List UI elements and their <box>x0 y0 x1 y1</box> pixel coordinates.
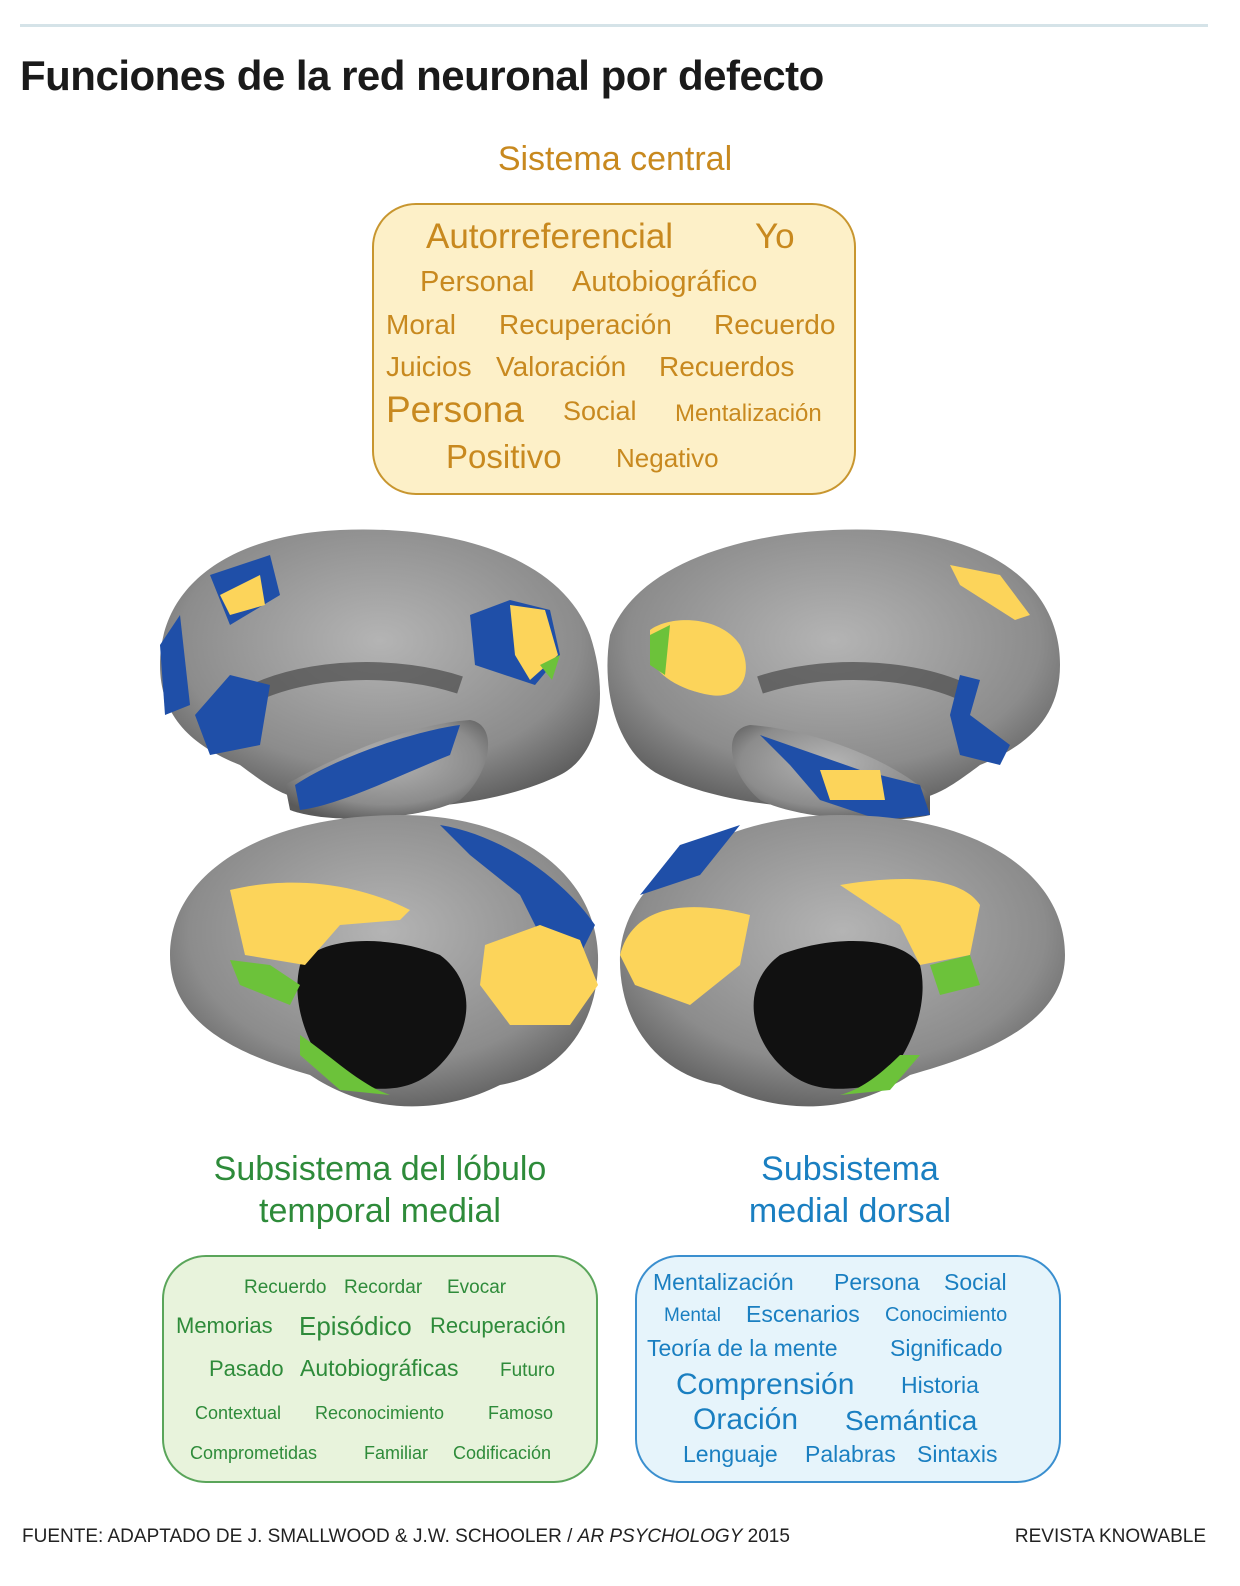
central-word: Yo <box>755 216 795 256</box>
central-word: Positivo <box>446 437 562 475</box>
central-word: Personal <box>420 266 535 299</box>
temporal-word: Familiar <box>364 1443 429 1464</box>
dorsal-subsystem-heading: Subsistema medial dorsal <box>620 1148 1080 1232</box>
temporal-heading-line2: temporal medial <box>259 1192 501 1230</box>
dorsal-subsystem-box <box>635 1255 1061 1483</box>
temporal-word: Memorias <box>176 1312 273 1338</box>
brain-right-lateral <box>607 529 1060 820</box>
central-word: Autorreferencial <box>426 216 674 256</box>
dorsal-word: Mental <box>664 1304 722 1326</box>
dorsal-word: Persona <box>834 1269 920 1296</box>
temporal-subsystem-box <box>162 1255 598 1483</box>
brain-images <box>160 529 1065 1107</box>
dorsal-word: Significado <box>890 1335 1003 1362</box>
central-system-heading: Sistema central <box>497 140 733 178</box>
temporal-word: Reconocimiento <box>315 1403 445 1424</box>
temporal-subsystem-heading: Subsistema del lóbulo temporal medial <box>140 1148 620 1232</box>
temporal-word: Recuerdo <box>244 1276 327 1298</box>
central-word: Mentalización <box>675 399 822 427</box>
dorsal-word: Palabras <box>805 1441 896 1468</box>
dorsal-word: Mentalización <box>653 1269 794 1296</box>
temporal-word: Famoso <box>488 1403 554 1424</box>
central-word: Moral <box>386 308 457 340</box>
central-word: Recuerdos <box>659 350 795 382</box>
dorsal-heading-line2: medial dorsal <box>748 1192 952 1230</box>
dorsal-word: Historia <box>901 1372 979 1399</box>
temporal-word: Autobiográficas <box>300 1355 459 1382</box>
central-word: Social <box>563 396 637 427</box>
dorsal-word: Semántica <box>845 1404 978 1436</box>
temporal-word: Codificación <box>453 1443 552 1464</box>
top-rule <box>20 24 1208 27</box>
source-prefix: FUENTE: ADAPTADO DE J. SMALLWOOD & J.W. … <box>22 1526 578 1547</box>
dorsal-word: Sintaxis <box>917 1441 998 1468</box>
brain-left-lateral <box>160 529 600 819</box>
temporal-word: Evocar <box>447 1276 507 1298</box>
brain-right-medial <box>619 815 1065 1107</box>
dorsal-word: Comprensión <box>676 1367 855 1401</box>
central-word: Juicios <box>386 350 472 382</box>
dorsal-word: Escenarios <box>746 1301 860 1328</box>
temporal-word: Recuperación <box>430 1312 566 1338</box>
temporal-word: Comprometidas <box>190 1443 318 1464</box>
dorsal-word: Teoría de la mente <box>647 1335 838 1362</box>
temporal-word: Contextual <box>195 1403 282 1424</box>
source-journal: AR PSYCHOLOGY <box>577 1526 743 1547</box>
temporal-word: Pasado <box>209 1355 284 1381</box>
source-credit: FUENTE: ADAPTADO DE J. SMALLWOOD & J.W. … <box>22 1526 790 1548</box>
central-word: Recuerdo <box>714 308 836 340</box>
central-system-box <box>372 203 856 495</box>
temporal-word: Episódico <box>299 1310 412 1341</box>
page-title: Funciones de la red neuronal por defecto <box>20 52 824 99</box>
brain-left-medial <box>170 815 599 1107</box>
dorsal-word: Social <box>944 1269 1007 1296</box>
temporal-heading-line1: Subsistema del lóbulo <box>213 1150 547 1188</box>
central-word: Autobiográfico <box>572 266 758 299</box>
source-year: 2015 <box>742 1526 790 1547</box>
dorsal-word: Conocimiento <box>885 1304 1008 1326</box>
central-word: Recuperación <box>499 308 672 340</box>
central-word: Negativo <box>616 442 719 473</box>
publisher-credit: REVISTA KNOWABLE <box>1014 1526 1206 1547</box>
temporal-word: Futuro <box>500 1359 555 1381</box>
central-word: Persona <box>386 388 524 430</box>
dorsal-word: Oración <box>693 1402 799 1436</box>
central-word: Valoración <box>496 350 627 382</box>
dorsal-heading-line1: Subsistema <box>761 1150 939 1188</box>
temporal-word: Recordar <box>344 1276 423 1298</box>
dorsal-word: Lenguaje <box>683 1441 778 1468</box>
